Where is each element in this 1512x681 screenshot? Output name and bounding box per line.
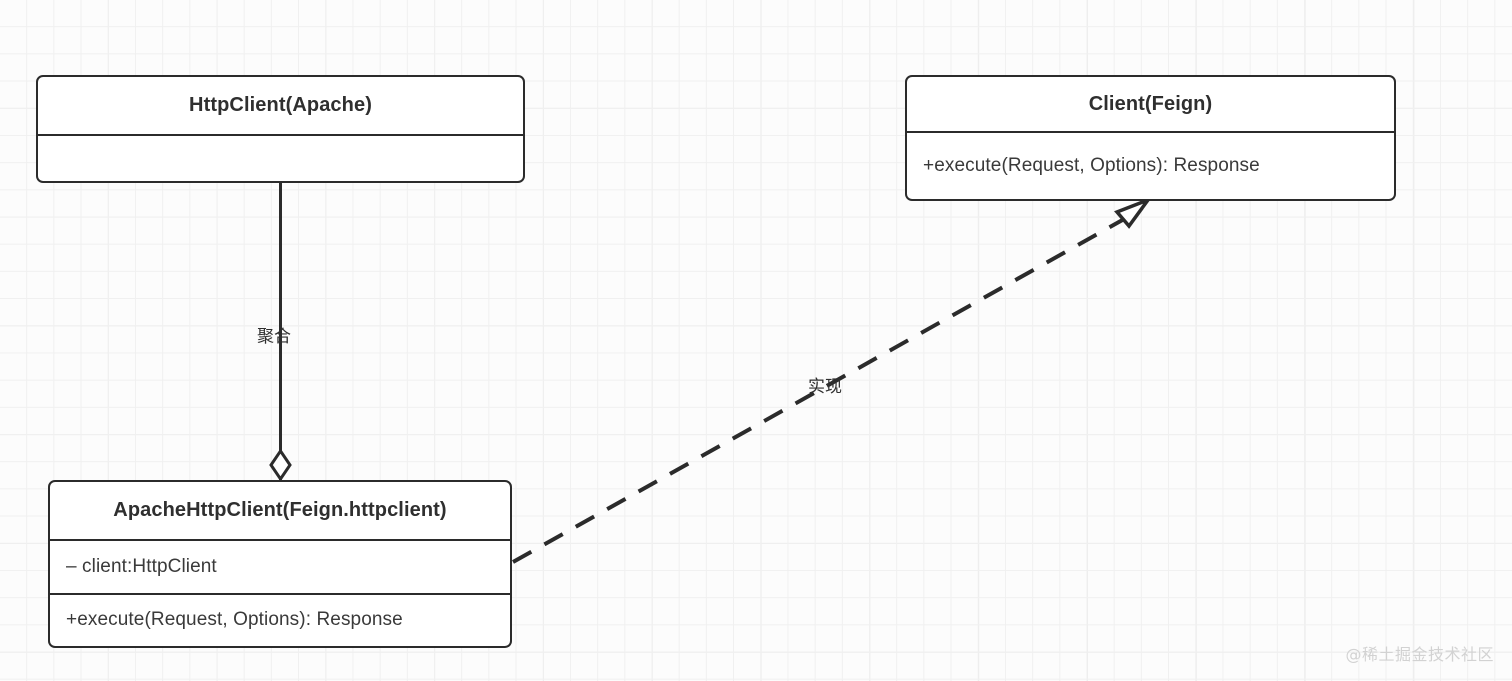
class-title: HttpClient(Apache) — [189, 94, 372, 116]
hollow-diamond-icon — [269, 448, 292, 482]
edge-label-realization: 实现 — [808, 377, 842, 397]
class-empty-compartment — [38, 134, 523, 180]
class-box-client-feign[interactable]: Client(Feign) +execute(Request, Options)… — [905, 75, 1396, 201]
watermark: @稀土掘金技术社区 — [1345, 645, 1494, 664]
class-box-apachehttpclient[interactable]: ApacheHttpClient(Feign.httpclient) – cli… — [48, 480, 512, 648]
class-operation: +execute(Request, Options): Response — [50, 593, 510, 645]
edge-label-aggregation: 聚合 — [257, 327, 291, 347]
hollow-triangle-icon — [1114, 196, 1153, 229]
class-box-httpclient-apache[interactable]: HttpClient(Apache) — [36, 75, 525, 183]
class-operation: +execute(Request, Options): Response — [907, 131, 1394, 198]
class-attribute: – client:HttpClient — [50, 539, 510, 593]
class-title: Client(Feign) — [1088, 92, 1213, 115]
class-title: ApacheHttpClient(Feign.httpclient) — [113, 499, 447, 521]
